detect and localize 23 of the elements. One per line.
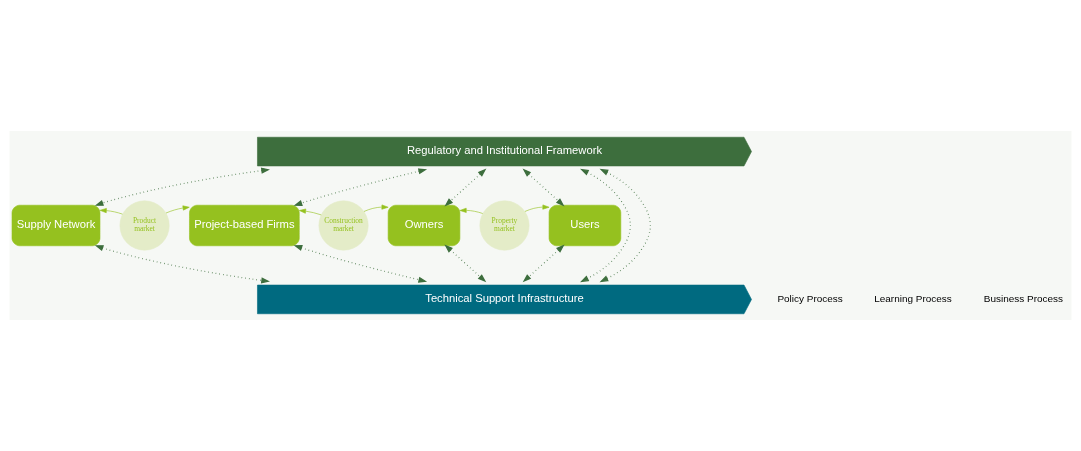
legend-label: Learning Process (874, 292, 952, 304)
arrow (524, 204, 550, 212)
arrow (299, 208, 322, 216)
arrow (522, 168, 565, 207)
node-box: Supply Network (11, 204, 101, 247)
arrow (522, 244, 565, 283)
arrow (459, 207, 484, 214)
arrow (99, 208, 123, 215)
arrow (293, 245, 428, 283)
arrow (94, 167, 270, 206)
arrow (293, 168, 428, 206)
arrow (444, 168, 487, 207)
node-box: Users (548, 204, 622, 247)
arrow (580, 168, 632, 283)
node-box: Owners (387, 204, 461, 247)
arrow (444, 244, 487, 283)
legend-label: Policy Process (777, 292, 843, 304)
arrow (363, 204, 389, 212)
arrow (165, 205, 190, 214)
arrow (599, 168, 651, 283)
node-box: Project-based Firms (189, 204, 300, 247)
arrow (94, 245, 270, 284)
legend-label: Business Process (983, 292, 1064, 304)
